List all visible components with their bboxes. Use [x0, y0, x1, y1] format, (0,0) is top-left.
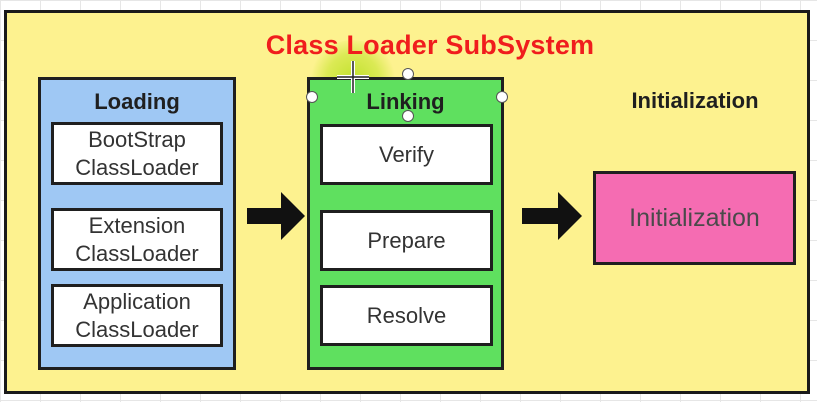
initialization-title: Initialization	[631, 88, 759, 113]
linking-panel: Linking Verify Prepare Resolve	[307, 77, 504, 370]
linking-title: Linking	[366, 89, 445, 114]
diagram-title: Class Loader SubSystem	[265, 30, 595, 60]
application-classloader-box: Application ClassLoader	[51, 284, 223, 347]
selection-handle-icon[interactable]	[306, 91, 318, 103]
extension-classloader-box: Extension ClassLoader	[51, 208, 223, 271]
arrow-right-icon	[247, 192, 305, 240]
loading-title: Loading	[94, 89, 180, 114]
resolve-box: Resolve	[320, 285, 493, 346]
bootstrap-classloader-box: BootStrap ClassLoader	[51, 122, 223, 185]
arrow-right-icon	[522, 192, 582, 240]
loading-panel: Loading BootStrap ClassLoader Extension …	[38, 77, 236, 370]
selection-handle-icon[interactable]	[402, 68, 414, 80]
selection-handle-icon[interactable]	[402, 110, 414, 122]
prepare-box: Prepare	[320, 210, 493, 271]
verify-box: Verify	[320, 124, 493, 185]
crosshair-cursor-icon	[337, 61, 369, 93]
initialization-box: Initialization	[593, 171, 796, 265]
selection-handle-icon[interactable]	[496, 91, 508, 103]
